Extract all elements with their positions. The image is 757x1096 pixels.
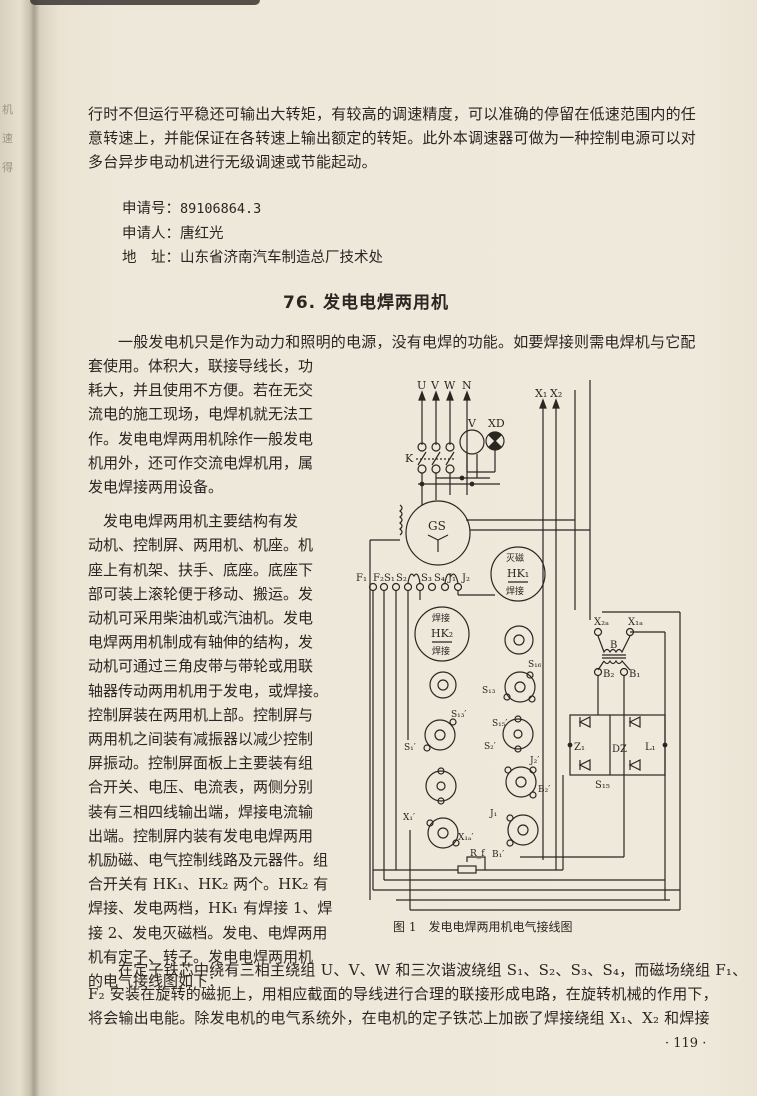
svg-text:B₂: B₂ [603,669,614,680]
svg-text:X₁′: X₁′ [403,813,415,823]
svg-text:X₁ₐ′: X₁ₐ′ [458,833,474,843]
svg-text:S₁₃′: S₁₃′ [451,710,466,720]
svg-text:J₁: J₁ [447,573,456,584]
svg-text:U: U [417,379,426,392]
hk1-switch-dial: HK₁ 灭磁 焊接 [490,546,546,602]
svg-text:焊接: 焊接 [432,645,450,657]
hk2-switch-dial: HK₂ 焊接 焊接 [414,606,470,662]
voltmeter-and-lamp: V XD [459,417,505,478]
applicant-row: 申请人：唐红光 [122,225,224,242]
svg-text:X₁ₐ: X₁ₐ [628,617,643,628]
svg-text:焊接: 焊接 [506,585,524,597]
wiring-loops [373,676,680,911]
svg-text:S₁₅′: S₁₅′ [492,719,507,729]
application-number-row: 申请号：89106864.3 [122,201,262,217]
svg-text:HK₂: HK₂ [431,627,453,640]
figure-caption: 图 1 发电电焊两用机电气接线图 [393,920,573,934]
svg-text:J₁: J₁ [489,809,497,819]
facing-page-bleed: 机 速 得 [2,103,13,174]
svg-text:XD: XD [488,417,505,430]
svg-text:DZ: DZ [612,744,627,755]
cam-contacts-left: S₁′ S₁₃′ X₁′ X₁ₐ′ [403,671,474,849]
svg-text:B₁: B₁ [629,669,640,680]
svg-text:S₃: S₃ [421,573,432,584]
svg-text:S₁: S₁ [384,573,395,584]
svg-text:S₂′: S₂′ [484,742,496,752]
address-row: 地 址：山东省济南汽车制造总厂技术处 [122,250,383,266]
terminal-strip: F₁ F₂ S₁ S₂ S₃ S₄ J₁ J₂ [356,573,495,890]
svg-text:F₂: F₂ [373,573,384,584]
article-title: 76. 发电电焊两用机 [283,293,450,313]
svg-text:S₁₅: S₁₅ [595,780,610,791]
svg-text:B₁′: B₁′ [492,850,504,860]
svg-text:S₄: S₄ [434,573,445,584]
svg-text:X₂: X₂ [550,387,562,400]
article-first-line: 一般发电机只是作为动力和照明的电源，没有电焊的功能。如要焊接则需电焊机与它配 [118,333,696,351]
svg-text:F₁: F₁ [356,573,367,584]
svg-text:GS: GS [428,519,446,533]
switch-k: K [405,442,500,505]
svg-text:焊接: 焊接 [432,612,450,624]
svg-text:V: V [467,417,477,430]
intro-paragraph: 行时不但运行平稳还可输出大转矩，有较高的调速精度，可以准确的停留在低速范围内的任… [88,105,697,171]
svg-text:J₂′: J₂′ [529,756,539,766]
svg-text:S₁₆: S₁₆ [528,660,542,670]
article-left-column: 套使用。体积大，联接导线长，功 耗大，并且使用不方便。若在无交 流电的施工现场，… [88,357,333,991]
generator-gs: GS [369,380,591,900]
svg-text:灭磁: 灭磁 [506,552,524,564]
svg-text:R_f: R_f [470,849,485,859]
svg-text:S₁₃: S₁₃ [482,686,496,696]
article-bottom-paragraph: 在定子铁芯中绕有三相主绕组 U、V、W 和三次谐波绕组 S₁、S₂、S₃、S₄，… [88,961,748,1027]
svg-text:J₂: J₂ [461,573,470,584]
rectifier-bridge: Z₁ DZ L₁ S₁₅ [567,714,668,791]
page-edge-shadow [30,0,260,5]
svg-text:HK₁: HK₁ [507,567,529,580]
svg-text:K: K [405,452,414,465]
application-meta: 申请号：89106864.3 申请人：唐红光 地 址：山东省济南汽车制造总厂技术… [122,197,383,271]
wiring-diagram: U V W N X₁ X₂ K [355,370,715,925]
svg-text:X₂ₐ: X₂ₐ [594,617,609,628]
svg-text:B₂′: B₂′ [538,785,550,795]
rheostat-rf: R_f [373,849,563,874]
svg-text:V: V [430,379,440,392]
page-number: · 119 · [665,1036,707,1051]
svg-text:S₁′: S₁′ [404,743,416,753]
svg-text:B: B [610,640,617,651]
weld-outputs: X₁ X₂ [535,387,562,870]
svg-text:S₂: S₂ [396,573,407,584]
svg-text:X₁: X₁ [535,387,547,400]
svg-text:Z₁: Z₁ [574,742,585,753]
cam-contacts-middle: S₁₆ S₁₃ S₁₅′ S₂′ J₂′ B₂′ J₁ B₁′ [482,625,550,860]
svg-text:L₁: L₁ [645,742,656,753]
svg-text:N: N [462,379,472,392]
svg-text:W: W [444,379,456,392]
